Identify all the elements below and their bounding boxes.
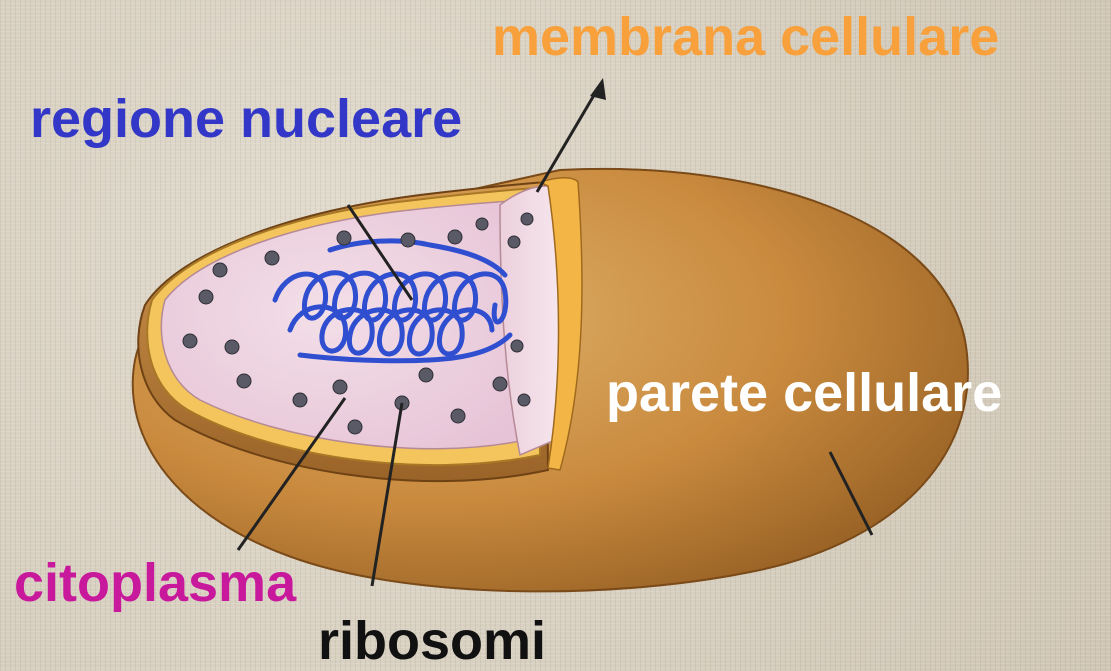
label-parete-cellulare: parete cellulare — [606, 366, 1002, 420]
label-membrana-cellulare: membrana cellulare — [492, 10, 999, 64]
label-citoplasma: citoplasma — [14, 556, 296, 610]
label-regione-nucleare: regione nucleare — [30, 92, 462, 146]
label-ribosomi: ribosomi — [318, 614, 546, 668]
